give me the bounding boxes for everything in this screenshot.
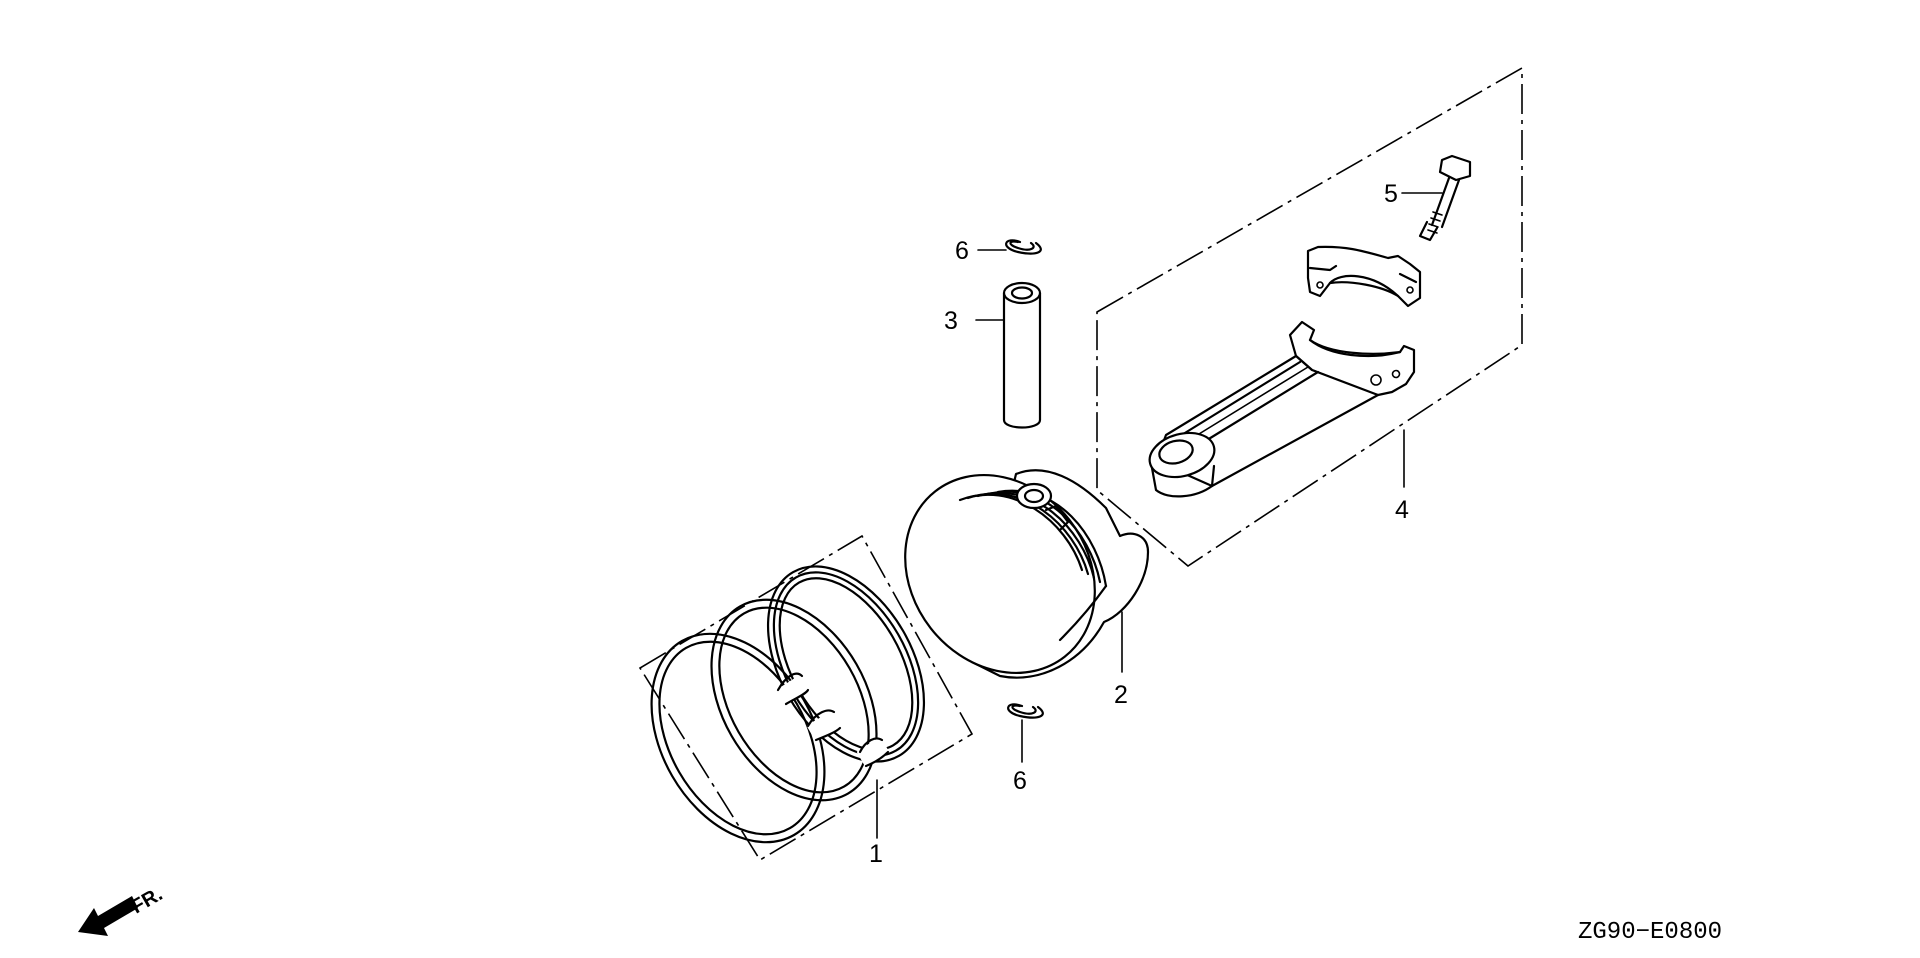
callout-2: 2 (1114, 681, 1128, 709)
front-arrow-icon (78, 896, 138, 936)
piston-pin (1002, 281, 1042, 429)
callout-5: 5 (1384, 180, 1398, 208)
piston-ring-set (650, 565, 926, 844)
connecting-rod (1148, 320, 1416, 498)
ring-set-boundary (638, 534, 974, 862)
callout-1: 1 (869, 840, 883, 868)
front-direction-indicator: FR. (78, 883, 166, 936)
leader-lines (876, 192, 1443, 839)
rod-cap (1306, 245, 1422, 308)
piston-pin-clip-top (1005, 239, 1042, 255)
piston (904, 469, 1150, 679)
piston-pin-clip-bottom (1007, 703, 1044, 719)
rod-bolt (1418, 154, 1472, 242)
callout-4: 4 (1395, 496, 1409, 524)
callout-6-bottom: 6 (1013, 767, 1027, 795)
front-arrow-label: FR. (128, 883, 167, 918)
diagram-code: ZG90−E0800 (1578, 919, 1722, 946)
rod-kit-boundary (1096, 66, 1523, 567)
callout-3: 3 (944, 307, 958, 335)
callout-6-top: 6 (955, 237, 969, 265)
